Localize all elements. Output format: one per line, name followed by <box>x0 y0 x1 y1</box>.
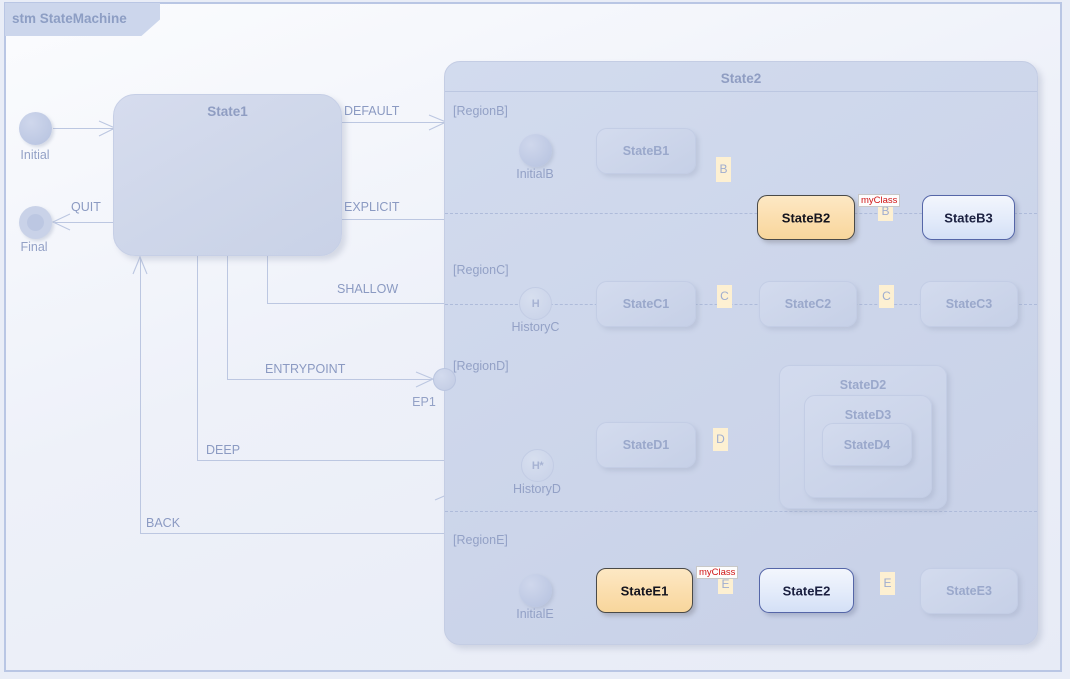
edge-label-explicit: EXPLICIT <box>344 200 400 214</box>
pseudostate-historyC[interactable]: H <box>519 287 552 320</box>
connector-back-horizontal <box>140 533 450 534</box>
stateD4-label: StateD4 <box>843 437 891 452</box>
connector-deep-vertical <box>197 256 198 461</box>
state-state1[interactable]: State1 <box>113 94 342 256</box>
stateD3-label: StateD3 <box>844 408 892 422</box>
trigger-badge-c2: C <box>879 285 894 308</box>
region-label-e: [RegionE] <box>453 533 508 547</box>
connector-shallow-horizontal <box>267 303 538 304</box>
trigger-badge-d: D <box>713 428 728 451</box>
stateE3-label: StateE3 <box>946 584 992 598</box>
edge-label-deep: DEEP <box>206 443 241 457</box>
connector-initial-to-state1 <box>53 128 113 129</box>
connector-default <box>341 122 446 123</box>
connector-shallow-vertical <box>267 256 268 304</box>
pseudostate-historyC-label: HistoryC <box>511 320 560 334</box>
state-stateE3[interactable]: StateE3 <box>920 568 1018 614</box>
state2-label: State2 <box>720 71 762 86</box>
region-label-c: [RegionC] <box>453 263 509 277</box>
stateB3-label: StateB3 <box>944 210 993 225</box>
stereotype-myclass-e: myClass <box>696 566 739 579</box>
stateC2-label: StateC2 <box>784 297 832 311</box>
state2-header-rule <box>445 91 1037 92</box>
connector-entrypoint-horizontal <box>227 379 432 380</box>
stateB2-label: StateB2 <box>781 210 831 225</box>
trigger-badge-c1: C <box>717 285 732 308</box>
stateD2-label: StateD2 <box>839 378 887 392</box>
state-stateB1[interactable]: StateB1 <box>596 128 696 174</box>
pseudostate-initialB-label: InitialB <box>516 167 554 181</box>
region-divider-c-d <box>445 304 1037 305</box>
state-stateD4[interactable]: StateD4 <box>822 423 912 466</box>
pseudostate-entrypoint-ep1[interactable] <box>433 368 456 391</box>
pseudostate-initialE-label: InitialE <box>516 607 554 621</box>
frame-title: stm StateMachine <box>12 11 127 26</box>
trigger-badge-b: B <box>716 157 731 182</box>
final-inner-dot <box>26 213 45 232</box>
region-divider-b-c <box>445 213 1037 214</box>
stateD1-label: StateD1 <box>622 438 670 452</box>
state-stateB3[interactable]: StateB3 <box>922 195 1015 240</box>
region-divider-d-e <box>445 511 1037 512</box>
edge-label-entrypoint: ENTRYPOINT <box>265 362 346 376</box>
state-stateE2[interactable]: StateE2 <box>759 568 854 613</box>
state1-label: State1 <box>207 104 248 119</box>
pseudostate-initialB[interactable] <box>519 134 552 167</box>
edge-label-quit: QUIT <box>71 200 101 214</box>
stateE2-label: StateE2 <box>782 583 831 598</box>
connector-explicit <box>341 219 446 220</box>
region-label-b: [RegionB] <box>453 104 508 118</box>
connector-back-vertical <box>140 258 141 534</box>
frame-header-tab <box>5 3 160 36</box>
pseudostate-initialE[interactable] <box>519 574 552 607</box>
edge-label-shallow: SHALLOW <box>337 282 399 296</box>
state-stateD1[interactable]: StateD1 <box>596 422 696 468</box>
stateB1-label: StateB1 <box>622 144 670 158</box>
state-stateC2[interactable]: StateC2 <box>759 281 857 327</box>
state-stateE1[interactable]: StateE1 <box>596 568 693 613</box>
pseudostate-final-label: Final <box>20 240 48 254</box>
connector-entrypoint-vertical <box>227 256 228 380</box>
stateC1-label: StateC1 <box>622 297 670 311</box>
connector-deep-horizontal <box>197 460 529 461</box>
stereotype-myclass-b: myClass <box>858 194 901 207</box>
state-stateC3[interactable]: StateC3 <box>920 281 1018 327</box>
pseudostate-ep1-label: EP1 <box>412 395 436 409</box>
edge-label-default: DEFAULT <box>344 104 400 118</box>
pseudostate-initial[interactable] <box>19 112 52 145</box>
state-stateC1[interactable]: StateC1 <box>596 281 696 327</box>
pseudostate-historyD-label: HistoryD <box>513 482 561 496</box>
region-label-d: [RegionD] <box>453 359 509 373</box>
stateE1-label: StateE1 <box>620 583 669 598</box>
state-stateB2[interactable]: StateB2 <box>757 195 855 240</box>
pseudostate-historyD[interactable]: H* <box>521 449 554 482</box>
pseudostate-final[interactable] <box>19 206 52 239</box>
edge-label-back: BACK <box>146 516 181 530</box>
pseudostate-initial-label: Initial <box>20 148 50 162</box>
trigger-badge-e2: E <box>880 572 895 595</box>
stateC3-label: StateC3 <box>945 297 993 311</box>
